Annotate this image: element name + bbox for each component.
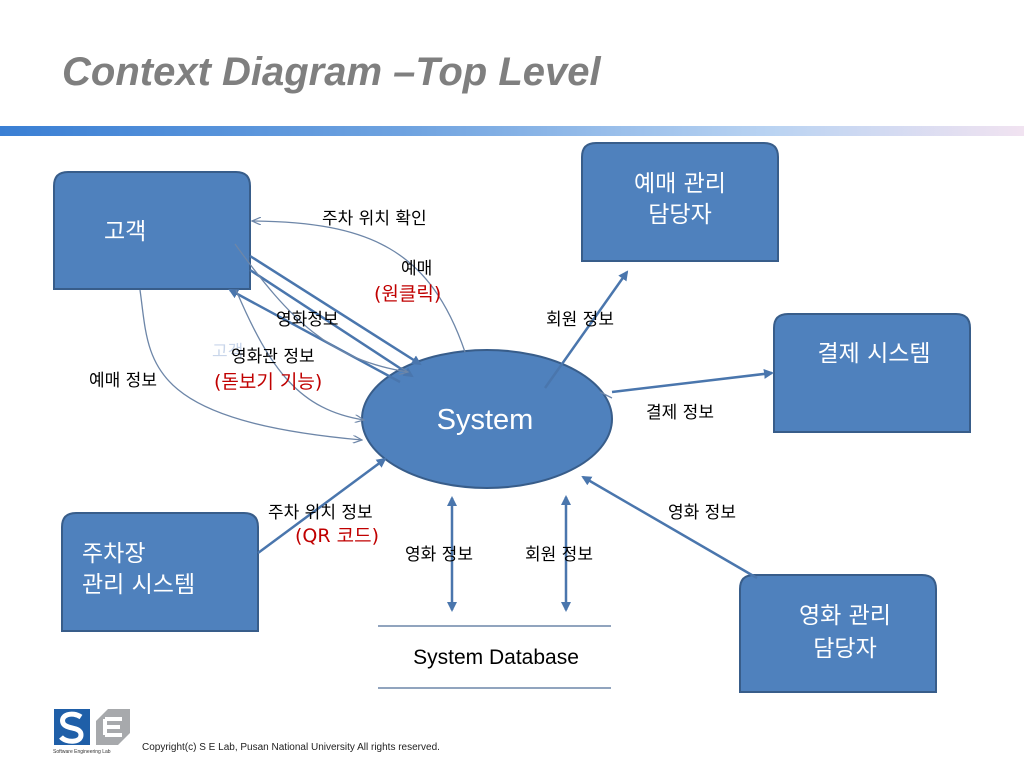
payment-system-label: 결제 시스템 — [817, 341, 930, 367]
arrow-system-to-payment — [611, 368, 774, 394]
label-movie-info: 영화정보 — [276, 310, 339, 330]
movie-manager-label-line2: 담당자 — [813, 636, 876, 662]
customer-box — [53, 171, 251, 290]
datastore-label: System Database — [413, 646, 579, 669]
label-one-click: (원클릭) — [374, 283, 441, 305]
logo-caption: Software Engineering Lab — [53, 749, 111, 755]
title-underline-bar — [0, 126, 1024, 136]
arrow-parking-location-check — [252, 221, 466, 353]
customer-label: 고객 — [104, 219, 146, 245]
arrow-parking-to-system — [257, 457, 387, 555]
label-theater-info: 영화관 정보 — [231, 347, 315, 367]
booking-manager-label-line2: 담당자 — [648, 202, 711, 228]
arrow-movie-manager-to-system — [581, 475, 758, 580]
arrow-theater-to-system-thin — [235, 289, 364, 420]
label-db-movie-info: 영화 정보 — [405, 545, 473, 565]
label-member-info: 회원 정보 — [546, 310, 614, 330]
arrow-system-to-booking-manager — [543, 270, 629, 389]
label-movie-info-from-manager: 영화 정보 — [668, 503, 736, 523]
parking-system-label-line1: 주차장 — [82, 541, 145, 567]
payment-system-box — [773, 313, 971, 433]
slide-title: Context Diagram –Top Level — [62, 50, 601, 94]
label-qr-code: (QR 코드) — [295, 525, 379, 547]
parking-system-box — [61, 512, 259, 632]
label-parking-location-check: 주차 위치 확인 — [322, 209, 427, 229]
label-payment-info: 결제 정보 — [646, 403, 714, 423]
copyright-footer: Copyright(c) S E Lab, Pusan National Uni… — [142, 742, 440, 753]
arrow-booking-info — [139, 289, 362, 440]
se-lab-logo — [54, 709, 132, 759]
label-magnifier: (돋보기 기능) — [214, 371, 322, 393]
arrow-booking-one-click — [234, 243, 408, 372]
booking-manager-label-line1: 예매 관리 — [634, 171, 726, 197]
arrow-system-to-customer — [228, 288, 401, 384]
label-theater-info-overlay: 고객 — [212, 342, 243, 362]
arrow-customer-to-system-movie-info — [249, 254, 422, 366]
movie-manager-label-line1: 영화 관리 — [799, 603, 891, 629]
booking-manager-box — [581, 142, 779, 262]
arrow-payment-return-thin — [599, 391, 613, 399]
label-booking: 예매 — [401, 259, 432, 279]
label-parking-location-info: 주차 위치 정보 — [268, 503, 373, 523]
movie-manager-box — [739, 574, 937, 693]
parking-system-label-line2: 관리 시스템 — [82, 572, 195, 598]
label-booking-info: 예매 정보 — [89, 371, 157, 391]
arrow-customer-to-system-theater-info — [249, 268, 414, 378]
system-process-label: System — [437, 404, 534, 436]
label-db-member-info: 회원 정보 — [525, 545, 593, 565]
